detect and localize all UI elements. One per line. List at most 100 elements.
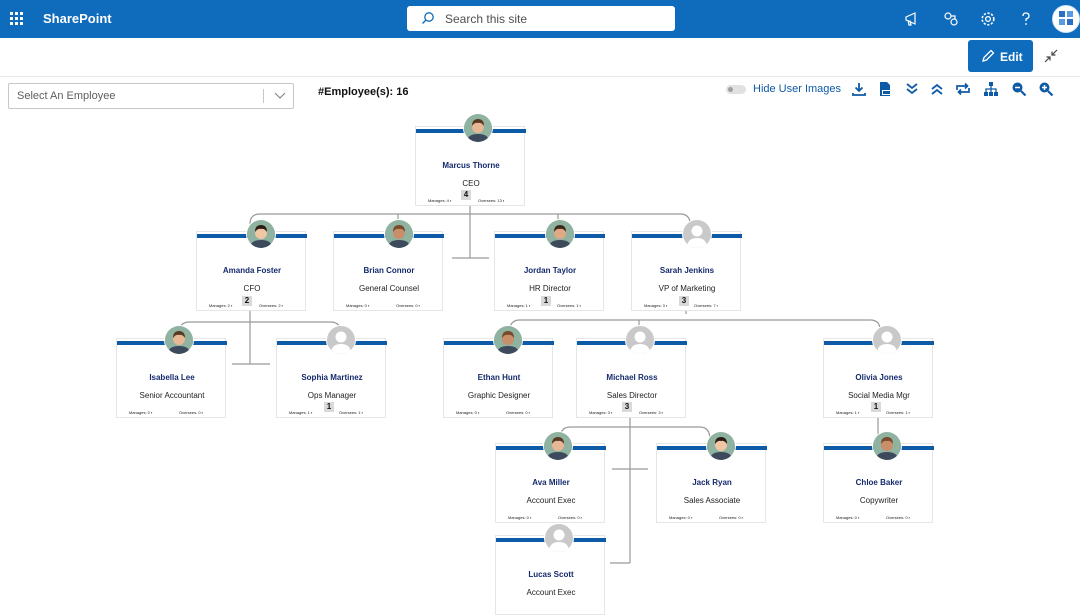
employee-name[interactable]: Jordan Taylor <box>523 266 577 275</box>
employee-title: General Counsel <box>358 284 420 293</box>
manages-count: Manages: 0 ▪ <box>836 515 860 520</box>
direct-reports-toggle[interactable]: 1 <box>324 402 334 412</box>
download-icon[interactable] <box>851 81 867 97</box>
employee-photo[interactable] <box>246 219 276 249</box>
default-avatar-icon[interactable] <box>872 325 902 355</box>
oversees-count: Oversees: 2 ▪ <box>259 303 284 308</box>
search-placeholder: Search this site <box>445 12 528 26</box>
command-bar <box>0 38 1080 77</box>
oversees-count: Oversees: 1 ▪ <box>886 410 911 415</box>
zoom-in-icon[interactable] <box>1038 81 1054 97</box>
manages-count: Manages: 4 ▪ <box>428 198 452 203</box>
employee-photo[interactable] <box>164 325 194 355</box>
employee-name[interactable]: Marcus Thorne <box>442 161 500 170</box>
employee-title: Senior Accountant <box>139 391 205 400</box>
employee-select[interactable]: Select An Employee <box>8 83 294 109</box>
direct-reports-toggle[interactable]: 3 <box>622 402 632 412</box>
collapse-icon[interactable] <box>1043 48 1059 64</box>
oversees-count: Oversees: 1 ▪ <box>557 303 582 308</box>
employee-photo[interactable] <box>384 219 414 249</box>
employee-title: Sales Associate <box>683 496 741 505</box>
employee-title: Graphic Designer <box>467 391 531 400</box>
default-avatar-icon[interactable] <box>326 325 356 355</box>
hide-images-toggle[interactable] <box>726 85 746 94</box>
expand-all-icon[interactable] <box>904 81 920 97</box>
edit-button[interactable]: Edit <box>968 40 1033 72</box>
edit-label: Edit <box>1000 50 1023 64</box>
manages-count: Manages: 2 ▪ <box>209 303 233 308</box>
direct-reports-toggle[interactable]: 1 <box>871 402 881 412</box>
oversees-count: Oversees: 0 ▪ <box>506 410 531 415</box>
employee-photo[interactable] <box>493 325 523 355</box>
employee-name[interactable]: Michael Ross <box>606 373 658 382</box>
default-avatar-icon[interactable] <box>682 219 712 249</box>
employee-title: Ops Manager <box>307 391 357 400</box>
manages-count: Manages: 3 ▪ <box>589 410 613 415</box>
employee-name[interactable]: Ethan Hunt <box>477 373 521 382</box>
default-avatar-icon[interactable] <box>544 523 574 553</box>
manages-count: Manages: 1 ▪ <box>836 410 860 415</box>
app-launcher-icon[interactable] <box>10 12 24 26</box>
employee-title: VP of Marketing <box>658 284 716 293</box>
direct-reports-toggle[interactable]: 4 <box>461 190 471 200</box>
employee-name[interactable]: Sarah Jenkins <box>659 266 715 275</box>
employee-name[interactable]: Chloe Baker <box>855 478 903 487</box>
oversees-count: Oversees: 0 ▪ <box>179 410 204 415</box>
employee-name[interactable]: Sophia Martinez <box>301 373 363 382</box>
gear-icon[interactable] <box>980 11 996 27</box>
oversees-count: Oversees: 3 ▪ <box>639 410 664 415</box>
oversees-count: Oversees: 0 ▪ <box>886 515 911 520</box>
employee-title: HR Director <box>529 284 571 293</box>
pdf-icon[interactable] <box>877 81 893 97</box>
manages-count: Manages: 3 ▪ <box>644 303 668 308</box>
manages-count: Manages: 0 ▪ <box>456 410 480 415</box>
employee-name[interactable]: Brian Connor <box>363 266 415 275</box>
oversees-count: Oversees: 7 ▪ <box>694 303 719 308</box>
manages-count: Manages: 0 ▪ <box>669 515 693 520</box>
employee-select-placeholder: Select An Employee <box>17 90 116 102</box>
employee-name[interactable]: Lucas Scott <box>528 570 574 579</box>
direct-reports-toggle[interactable]: 3 <box>679 296 689 306</box>
employee-title: Copywriter <box>859 496 899 505</box>
employee-count: #Employee(s): 16 <box>318 86 409 98</box>
employee-title: Account Exec <box>526 496 576 505</box>
employee-photo[interactable] <box>545 219 575 249</box>
direct-reports-toggle[interactable]: 2 <box>242 296 252 306</box>
employee-title: Social Media Mgr <box>848 391 910 400</box>
employee-title: Account Exec <box>526 588 576 597</box>
chevron-down-icon[interactable] <box>274 92 286 100</box>
pencil-icon <box>982 49 995 62</box>
employee-photo[interactable] <box>463 113 493 143</box>
direct-reports-toggle[interactable]: 1 <box>541 296 551 306</box>
zoom-out-icon[interactable] <box>1011 81 1027 97</box>
manages-count: Manages: 0 ▪ <box>129 410 153 415</box>
select-divider <box>263 89 264 103</box>
search-icon <box>422 12 434 24</box>
search-box[interactable]: Search this site <box>407 6 675 31</box>
conversation-icon[interactable] <box>943 11 959 27</box>
employee-title: CFO <box>243 284 261 293</box>
app-name-link[interactable]: SharePoint <box>43 11 112 26</box>
megaphone-icon[interactable] <box>904 11 920 27</box>
org-chart-icon[interactable] <box>983 81 999 97</box>
employee-name[interactable]: Ava Miller <box>532 478 570 487</box>
default-avatar-icon[interactable] <box>625 325 655 355</box>
employee-photo[interactable] <box>872 431 902 461</box>
manages-count: Manages: 1 ▪ <box>289 410 313 415</box>
employee-name[interactable]: Olivia Jones <box>855 373 903 382</box>
swap-orientation-icon[interactable] <box>955 81 971 97</box>
employee-name[interactable]: Isabella Lee <box>149 373 195 382</box>
employee-photo[interactable] <box>706 431 736 461</box>
suite-bar: SharePoint Search this site <box>0 0 1080 38</box>
employee-name[interactable]: Amanda Foster <box>222 266 282 275</box>
employee-photo[interactable] <box>543 431 573 461</box>
oversees-count: Oversees: 0 ▪ <box>396 303 421 308</box>
manages-count: Manages: 0 ▪ <box>508 515 532 520</box>
employee-name[interactable]: Jack Ryan <box>692 478 732 487</box>
hide-images-label: Hide User Images <box>753 83 842 95</box>
help-icon[interactable] <box>1018 11 1034 27</box>
oversees-count: Oversees: 1 ▪ <box>339 410 364 415</box>
employee-title: CEO <box>462 179 480 188</box>
collapse-all-icon[interactable] <box>929 81 945 97</box>
